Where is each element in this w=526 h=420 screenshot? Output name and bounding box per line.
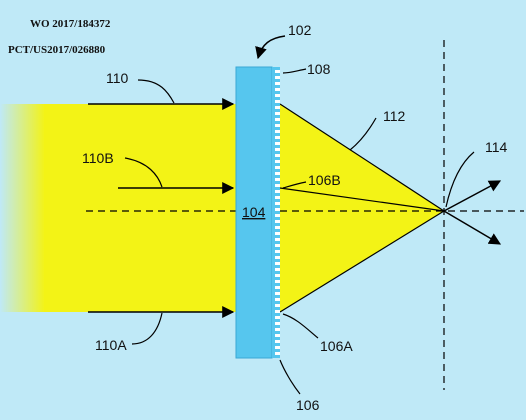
nanostructure-element <box>275 118 280 121</box>
nanostructure-element <box>275 100 280 103</box>
label-112: 112 <box>383 108 406 124</box>
leader-106a <box>282 313 319 339</box>
nanostructure-element <box>275 190 280 193</box>
leader-102-arrow <box>255 35 286 60</box>
nanostructure-element <box>275 334 280 337</box>
nanostructure-element <box>275 262 280 265</box>
leader-114 <box>445 151 475 208</box>
nanostructure-element <box>275 226 280 229</box>
leader-106b <box>282 181 307 189</box>
publication-number: WO 2017/184372 <box>30 18 111 30</box>
nanostructure-element <box>275 136 280 139</box>
deflected-ray-b <box>279 187 445 212</box>
nanostructure-element <box>275 112 280 115</box>
nanostructure-element <box>275 238 280 241</box>
nanostructure-element <box>275 154 280 157</box>
nanostructure-element <box>275 160 280 163</box>
nanostructure-element <box>275 202 280 205</box>
focused-cone <box>280 104 444 312</box>
nanostructure-element <box>275 304 280 307</box>
substrate <box>235 66 273 359</box>
nanostructure-element <box>275 106 280 109</box>
leader-110a <box>131 312 163 345</box>
nanostructure-element <box>275 184 280 187</box>
nanostructure-element <box>275 292 280 295</box>
label-108: 108 <box>307 61 331 77</box>
leader-110b <box>124 157 163 188</box>
nanostructure-element <box>275 124 280 127</box>
nanostructure-element <box>275 220 280 223</box>
incident-beam-fade <box>0 104 45 312</box>
nanostructure-element <box>275 298 280 301</box>
nanostructure-element <box>275 346 280 349</box>
nanostructure-pattern <box>275 70 280 355</box>
nanostructure-element <box>275 76 280 79</box>
nanostructure-element <box>275 88 280 91</box>
leader-108 <box>282 68 307 74</box>
nanostructure-element <box>275 256 280 259</box>
outgoing-ray-up-arrow <box>443 180 502 212</box>
nanostructure-element <box>275 232 280 235</box>
label-110a: 110A <box>95 337 127 353</box>
nanostructure-element <box>275 196 280 199</box>
nanostructure-element <box>275 172 280 175</box>
label-110: 110 <box>106 70 129 86</box>
nanostructure-element <box>275 244 280 247</box>
label-104: 104 <box>242 204 266 220</box>
nanostructure-element <box>275 178 280 181</box>
nanostructure-element <box>275 310 280 313</box>
label-106b: 106B <box>308 172 341 188</box>
nanostructure-element <box>275 280 280 283</box>
nanostructure-element <box>275 130 280 133</box>
cone-edge-bottom <box>279 210 445 313</box>
nanostructure-element <box>275 352 280 355</box>
outgoing-ray-down-arrow <box>443 210 502 245</box>
nanostructure-element <box>275 316 280 319</box>
nanostructure-element <box>275 94 280 97</box>
label-102: 102 <box>288 22 312 38</box>
nanostructure-element <box>275 82 280 85</box>
nanostructure-element <box>275 286 280 289</box>
incident-beam <box>44 104 236 312</box>
cone-edge-top <box>279 103 445 212</box>
nanostructure-element <box>275 322 280 325</box>
application-number: PCT/US2017/026880 <box>8 44 106 56</box>
nanostructure-element <box>275 214 280 217</box>
label-106a: 106A <box>320 338 353 354</box>
label-110b: 110B <box>82 150 114 166</box>
nanostructure-element <box>275 148 280 151</box>
nanostructure-element <box>275 340 280 343</box>
nanostructure-element <box>275 142 280 145</box>
metasurface-strip <box>272 67 280 358</box>
nanostructure-element <box>275 250 280 253</box>
leader-110 <box>137 79 175 104</box>
label-106: 106 <box>296 397 320 413</box>
nanostructure-element <box>275 166 280 169</box>
nanostructure-element <box>275 268 280 271</box>
nanostructure-element <box>275 208 280 211</box>
leader-106 <box>279 359 301 395</box>
nanostructure-element <box>275 70 280 73</box>
nanostructure-element <box>275 328 280 331</box>
nanostructure-element <box>275 274 280 277</box>
label-114: 114 <box>485 139 508 155</box>
leader-112 <box>349 117 377 151</box>
